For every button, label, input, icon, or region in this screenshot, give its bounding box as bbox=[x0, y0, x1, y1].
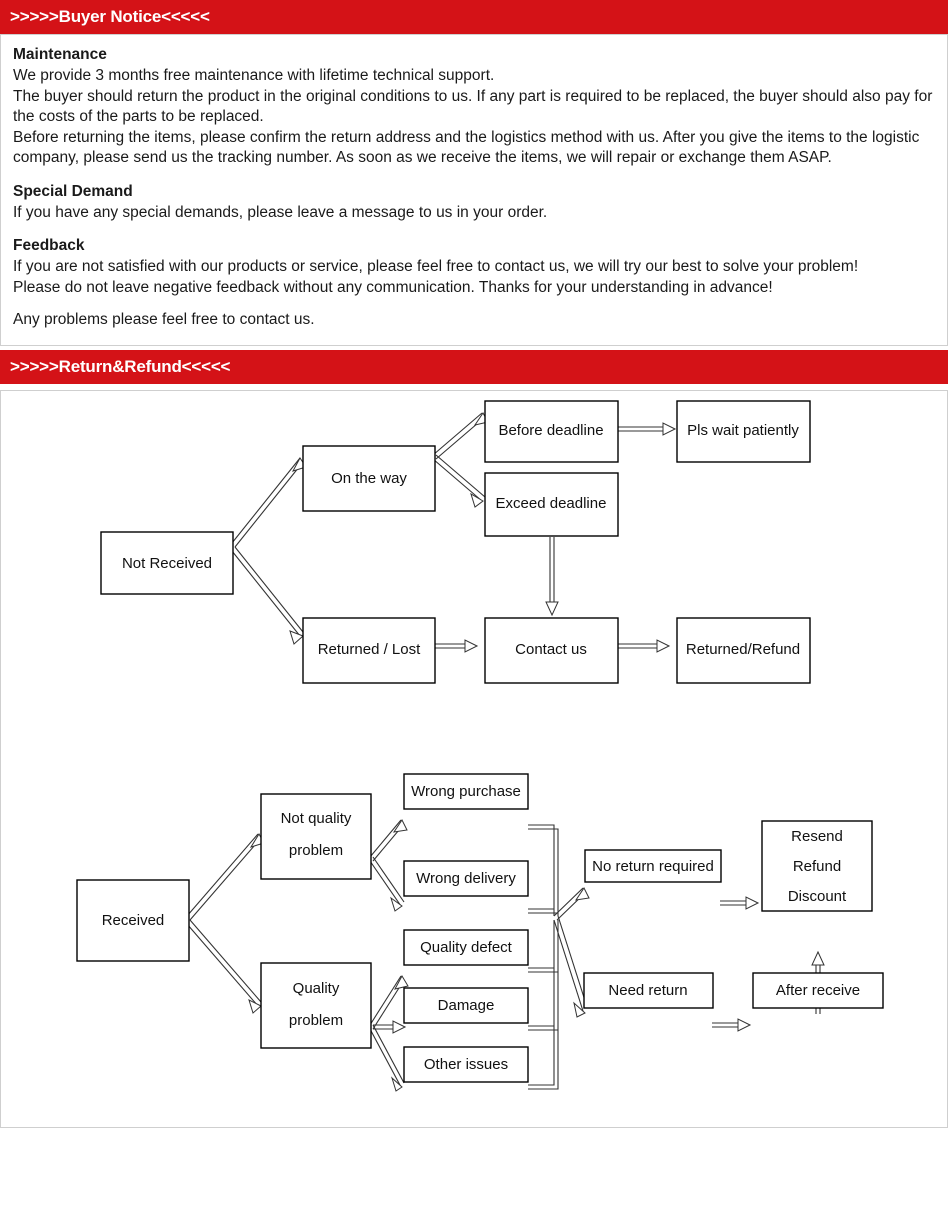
maintenance-block: Maintenance We provide 3 months free mai… bbox=[13, 45, 935, 169]
buyer-notice-panel: Maintenance We provide 3 months free mai… bbox=[0, 34, 948, 346]
node-returned-lost-label: Returned / Lost bbox=[318, 640, 421, 657]
node-returned-refund[interactable]: Returned/Refund bbox=[676, 616, 811, 684]
node-wrong-purchase-label: Wrong purchase bbox=[411, 782, 521, 799]
node-received[interactable]: Received bbox=[76, 878, 190, 962]
node-no-return-required-label: No return required bbox=[592, 857, 714, 874]
edge-not-received-to-on-the-way bbox=[231, 456, 307, 547]
return-refund-banner: >>>>>Return&Refund<<<<< bbox=[0, 349, 948, 384]
edge-junction-to-need-return bbox=[553, 915, 588, 1018]
edge-contact-us-to-returned-refund bbox=[618, 638, 671, 653]
closing-line: Any problems please feel free to contact… bbox=[13, 311, 315, 328]
node-quality-problem-label-line2: problem bbox=[289, 1011, 343, 1028]
edge-no-return-to-outcome bbox=[720, 895, 760, 910]
node-no-return-required[interactable]: No return required bbox=[584, 848, 722, 883]
node-exceed-deadline-label: Exceed deadline bbox=[496, 494, 607, 511]
edge-returned-lost-to-contact-us bbox=[434, 638, 479, 653]
node-resolution-option-refund: Refund bbox=[793, 857, 841, 874]
node-not-received-label: Not Received bbox=[122, 554, 212, 571]
edge-not-quality-to-wrong-purchase bbox=[369, 818, 408, 861]
node-pls-wait-patiently-label: Pls wait patiently bbox=[687, 421, 799, 438]
special-demand-block: Special Demand If you have any special d… bbox=[13, 182, 935, 224]
spacer-before-closing bbox=[13, 298, 935, 310]
special-demand-line-1: If you have any special demands, please … bbox=[13, 203, 548, 221]
node-after-receive-label: After receive bbox=[776, 981, 860, 998]
edge-need-return-to-after-receive bbox=[712, 1017, 752, 1032]
edge-bus-to-junction bbox=[528, 823, 559, 1090]
node-other-issues[interactable]: Other issues bbox=[403, 1045, 529, 1083]
node-quality-problem-label-line1: Quality bbox=[293, 979, 340, 996]
maintenance-line-1: We provide 3 months free maintenance wit… bbox=[13, 67, 495, 84]
node-resolution-option-resend: Resend bbox=[791, 827, 843, 844]
maintenance-heading: Maintenance bbox=[13, 46, 107, 63]
special-demand-heading: Special Demand bbox=[13, 182, 133, 200]
node-not-quality-problem[interactable]: Not quality problem bbox=[260, 792, 372, 880]
node-wrong-purchase[interactable]: Wrong purchase bbox=[403, 772, 529, 810]
node-pls-wait-patiently[interactable]: Pls wait patiently bbox=[676, 399, 811, 463]
node-exceed-deadline[interactable]: Exceed deadline bbox=[484, 471, 619, 537]
edge-on-the-way-to-before-deadline bbox=[432, 411, 489, 459]
node-other-issues-label: Other issues bbox=[424, 1055, 508, 1072]
node-contact-us[interactable]: Contact us bbox=[484, 616, 619, 684]
node-not-received[interactable]: Not Received bbox=[100, 530, 234, 595]
edge-on-the-way-to-exceed-deadline bbox=[432, 454, 486, 508]
maintenance-line-3: Before returning the items, please confi… bbox=[13, 128, 920, 167]
spacer-after-special-demand bbox=[13, 223, 935, 236]
node-need-return[interactable]: Need return bbox=[583, 971, 714, 1009]
node-on-the-way-label: On the way bbox=[331, 469, 407, 486]
node-quality-defect-label: Quality defect bbox=[420, 938, 513, 955]
node-quality-defect[interactable]: Quality defect bbox=[403, 928, 529, 966]
edge-received-to-not-quality bbox=[186, 832, 265, 920]
edge-quality-to-quality-defect bbox=[369, 974, 409, 1029]
node-not-quality-problem-label-line2: problem bbox=[289, 841, 343, 858]
node-resolution-option-discount: Discount bbox=[788, 887, 847, 904]
node-after-receive[interactable]: After receive bbox=[752, 971, 884, 1009]
maintenance-line-2: The buyer should return the product in t… bbox=[13, 87, 933, 126]
node-on-the-way[interactable]: On the way bbox=[302, 444, 436, 512]
edge-not-quality-to-wrong-delivery bbox=[369, 856, 405, 912]
node-received-label: Received bbox=[102, 911, 165, 928]
edge-before-deadline-to-pls-wait bbox=[617, 421, 677, 436]
node-wrong-delivery-label: Wrong delivery bbox=[416, 869, 516, 886]
edge-received-to-quality bbox=[186, 919, 262, 1014]
node-quality-problem[interactable]: Quality problem bbox=[260, 961, 372, 1049]
node-need-return-label: Need return bbox=[608, 981, 687, 998]
node-damage-label: Damage bbox=[438, 996, 495, 1013]
feedback-block: Feedback If you are not satisfied with o… bbox=[13, 236, 935, 298]
edge-quality-to-damage bbox=[373, 1019, 407, 1034]
edge-exceed-deadline-to-contact-us bbox=[545, 536, 559, 616]
edge-not-received-to-returned-lost bbox=[231, 546, 304, 645]
node-returned-refund-label: Returned/Refund bbox=[686, 640, 800, 657]
flowchart-received: Received Not quality problem Quality pro… bbox=[76, 772, 884, 1092]
edge-quality-to-other-issues bbox=[369, 1024, 405, 1092]
flowchart-not-received: Not Received On the way Returned / Lost … bbox=[100, 399, 811, 684]
edge-junction-to-no-return bbox=[553, 886, 590, 920]
node-before-deadline-label: Before deadline bbox=[498, 421, 603, 438]
return-refund-diagram-panel: Not Received On the way Returned / Lost … bbox=[0, 389, 948, 1128]
buyer-notice-banner: >>>>>Buyer Notice<<<<< bbox=[0, 0, 948, 34]
node-wrong-delivery[interactable]: Wrong delivery bbox=[403, 859, 529, 897]
node-contact-us-label: Contact us bbox=[515, 640, 587, 657]
feedback-line-2: Please do not leave negative feedback wi… bbox=[13, 278, 773, 296]
feedback-line-1: If you are not satisfied with our produc… bbox=[13, 258, 859, 275]
node-damage[interactable]: Damage bbox=[403, 986, 529, 1024]
spacer-after-maintenance bbox=[13, 169, 935, 182]
node-not-quality-problem-label-line1: Not quality bbox=[281, 809, 352, 826]
feedback-heading: Feedback bbox=[13, 237, 85, 254]
flowcharts-svg: Not Received On the way Returned / Lost … bbox=[76, 399, 884, 1092]
node-returned-lost[interactable]: Returned / Lost bbox=[302, 616, 436, 684]
node-before-deadline[interactable]: Before deadline bbox=[484, 399, 619, 463]
node-resolution-options[interactable]: Resend Refund Discount bbox=[761, 819, 873, 912]
